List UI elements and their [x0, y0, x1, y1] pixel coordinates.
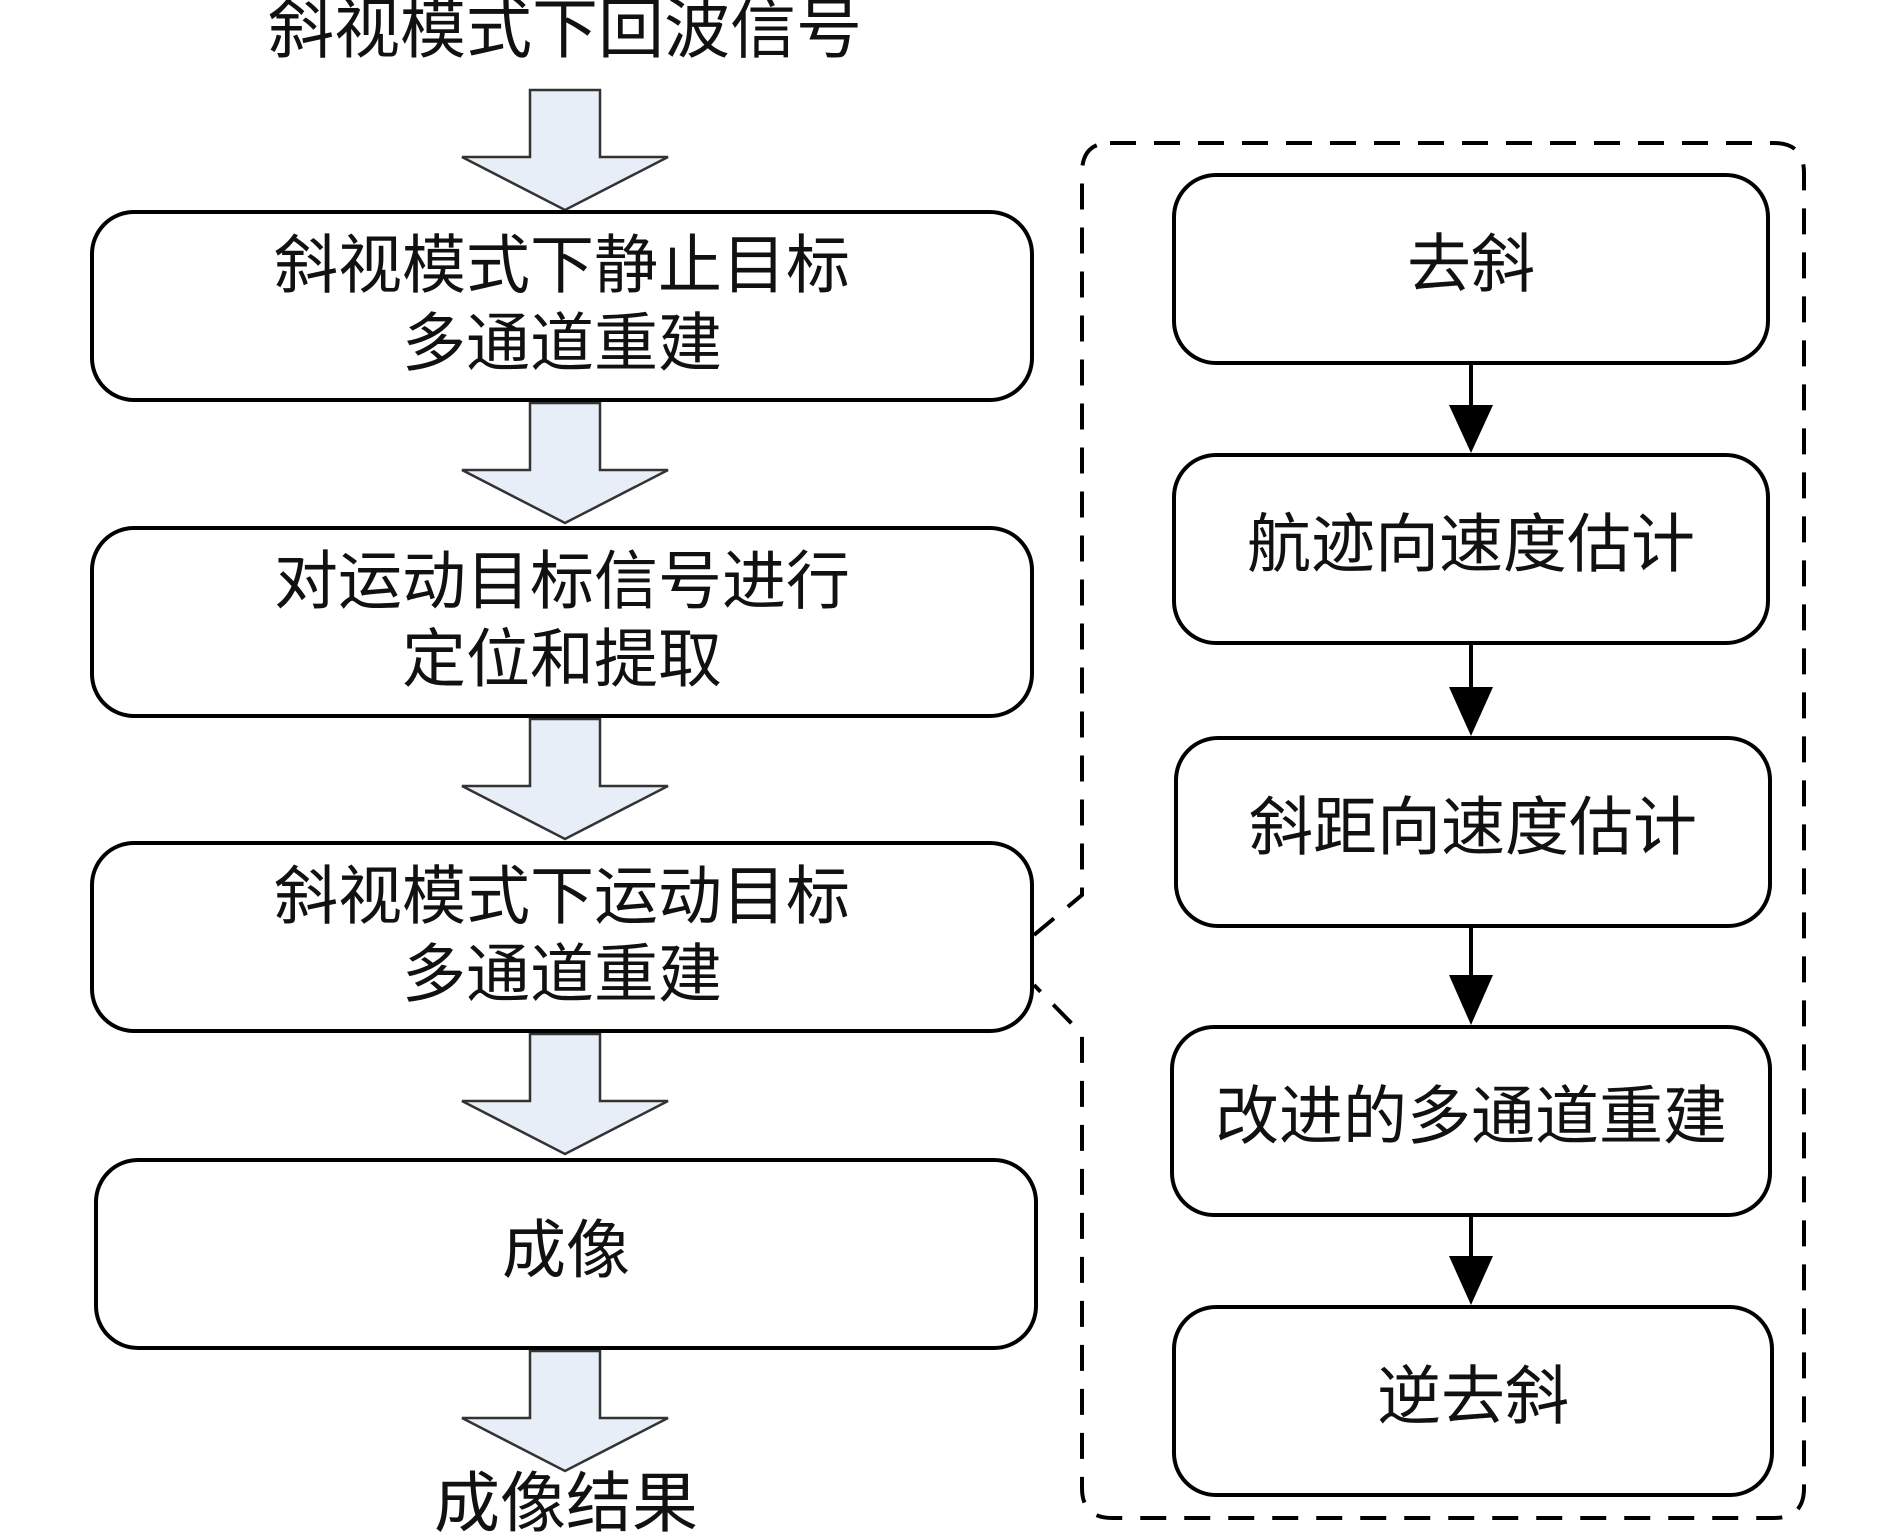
detail-box-range-velocity: 斜距向速度估计	[1174, 736, 1772, 928]
detail-step-label: 航迹向速度估计	[1247, 509, 1695, 583]
detail-arrow-3	[1449, 926, 1493, 1025]
detail-box-improved-reconstruction: 改进的多通道重建	[1170, 1025, 1772, 1217]
detail-arrow-1	[1449, 363, 1493, 453]
detail-arrow-4	[1449, 1215, 1493, 1305]
detail-step-label: 去斜	[1407, 229, 1535, 303]
arrow-input-to-step1	[461, 88, 669, 212]
step-box-static-reconstruction: 斜视模式下静止目标 多通道重建	[90, 210, 1034, 402]
step-box-moving-reconstruction: 斜视模式下运动目标 多通道重建	[90, 841, 1034, 1033]
detail-box-azimuth-velocity: 航迹向速度估计	[1172, 453, 1770, 645]
detail-container-border	[1032, 141, 1806, 1520]
step-label-line1: 斜视模式下运动目标	[274, 861, 850, 935]
arrow-step4-to-output	[461, 1349, 669, 1473]
step-box-imaging: 成像	[94, 1158, 1038, 1350]
arrow-step3-to-step4	[461, 1032, 669, 1156]
step-label-line2: 多通道重建	[402, 308, 722, 382]
step-label-line1: 对运动目标信号进行	[274, 546, 850, 620]
step-label-line2: 多通道重建	[402, 939, 722, 1013]
output-label: 成像结果	[434, 1465, 698, 1540]
arrow-step2-to-step3	[461, 717, 669, 841]
detail-step-label: 斜距向速度估计	[1249, 792, 1697, 866]
input-label: 斜视模式下回波信号	[268, 0, 862, 68]
detail-arrow-2	[1449, 643, 1493, 736]
step-box-locate-extract: 对运动目标信号进行 定位和提取	[90, 526, 1034, 718]
arrow-step1-to-step2	[461, 401, 669, 525]
step-label-line1: 成像	[502, 1215, 630, 1289]
step-label-line1: 斜视模式下静止目标	[274, 230, 850, 304]
detail-step-label: 改进的多通道重建	[1215, 1081, 1727, 1155]
step-label-line2: 定位和提取	[402, 624, 722, 698]
detail-box-deskew: 去斜	[1172, 173, 1770, 365]
detail-box-inverse-deskew: 逆去斜	[1172, 1305, 1774, 1497]
detail-step-label: 逆去斜	[1377, 1361, 1569, 1435]
